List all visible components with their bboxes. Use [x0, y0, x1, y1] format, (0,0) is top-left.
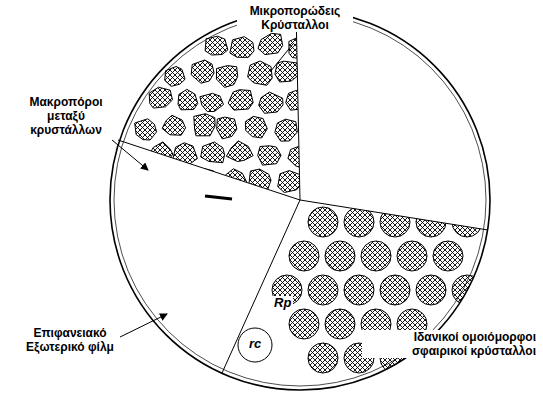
spherical-crystal	[416, 207, 446, 237]
microporous-crystal	[258, 33, 283, 54]
callout-label: Ιδανικοί ομοιόμορφοι σφαιρικοί κρύσταλλο…	[362, 330, 538, 358]
spherical-crystal	[361, 241, 391, 271]
spherical-crystal	[344, 275, 374, 305]
spherical-crystal	[380, 207, 410, 237]
microporous-crystal	[178, 89, 198, 109]
spherical-crystal	[380, 275, 410, 305]
spherical-crystal	[325, 241, 355, 271]
dimension-label: rc	[247, 337, 263, 351]
crystal-radius-circle	[238, 328, 272, 362]
microporous-crystal	[149, 87, 172, 108]
callout-label: Μικροπορώδεις Κρύσταλλοι	[237, 4, 353, 32]
microporous-crystal	[135, 119, 157, 140]
spherical-crystal	[433, 241, 463, 271]
microporous-crystal	[201, 142, 225, 163]
microporous-crystal	[200, 93, 224, 111]
spherical-crystal	[397, 241, 427, 271]
microporous-crystal	[228, 90, 253, 110]
microporous-crystal	[226, 141, 253, 162]
spherical-crystal	[452, 207, 482, 237]
microporous-crystal	[278, 171, 302, 193]
microporous-crystal	[230, 37, 254, 58]
microporous-crystal	[259, 92, 283, 113]
spherical-crystal	[289, 241, 319, 271]
microporous-crystal	[162, 115, 186, 135]
microporous-crystal	[191, 60, 214, 83]
spherical-crystal	[308, 275, 338, 305]
leader-arrow	[118, 314, 167, 338]
microporous-crystal	[258, 146, 281, 165]
spherical-crystal	[308, 207, 338, 237]
leader-arrow	[112, 140, 148, 170]
dimension-label: Rp	[272, 296, 293, 310]
callout-label: Μακροπόροι μεταξύ κρυστάλλων	[18, 95, 114, 137]
microporous-crystal	[205, 36, 228, 55]
microporous-crystal	[194, 114, 215, 136]
dark-deposit	[205, 196, 232, 199]
microporous-crystal	[216, 66, 237, 88]
spherical-crystal	[325, 309, 355, 339]
spherical-crystal	[289, 309, 319, 339]
microporous-crystal	[275, 119, 298, 141]
microporous-crystal	[275, 61, 298, 82]
callout-label: Επιφανειακό Εξωτερικό φίλμ	[20, 326, 120, 354]
leader-line	[270, 44, 293, 72]
spherical-crystal	[308, 343, 338, 373]
microporous-crystal	[217, 117, 237, 139]
microporous-crystal	[192, 169, 218, 191]
wedge-edge	[118, 10, 300, 200]
radius-line	[222, 200, 300, 373]
microporous-crystal	[289, 37, 310, 59]
wedge-edge	[300, 200, 488, 230]
microporous-crystal	[248, 61, 273, 85]
microporous-crystal	[117, 145, 139, 166]
spherical-crystal	[416, 275, 446, 305]
microporous-crystal	[288, 147, 312, 169]
microporous-crystal	[245, 116, 267, 138]
